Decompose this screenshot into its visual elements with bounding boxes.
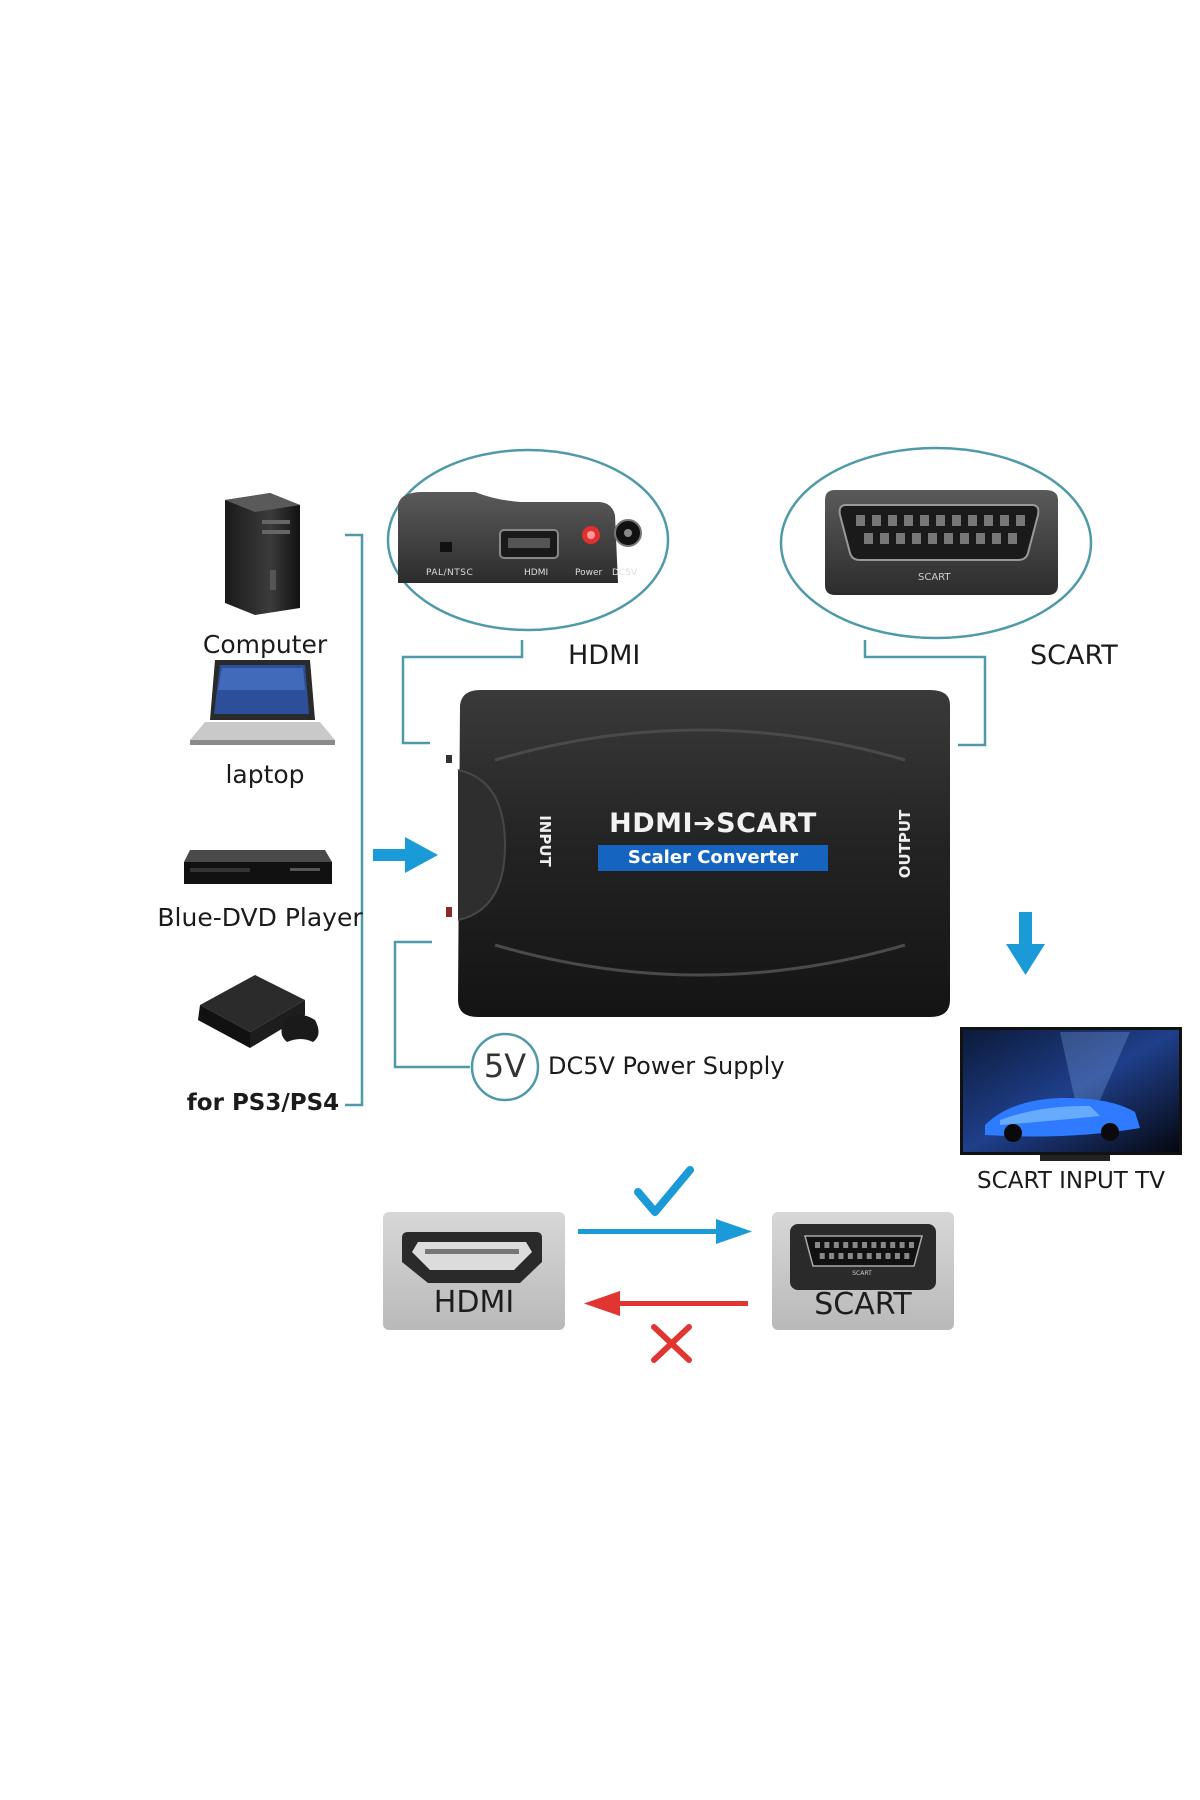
converter-title: HDMI➔SCART (609, 808, 817, 839)
scart-pin (936, 515, 945, 526)
laptop-icon (190, 660, 335, 745)
scart-pin (819, 1253, 825, 1259)
dc5v-port-label: DC5V (612, 568, 638, 578)
computer-label: Computer (202, 630, 328, 659)
scart-pin (880, 533, 889, 544)
down-arrow (1006, 912, 1045, 975)
output-label: OUTPUT (896, 809, 914, 879)
scart-pin (976, 533, 985, 544)
scart-pin (984, 515, 993, 526)
scart-pin (904, 1253, 910, 1259)
scart-port-tiny-label: SCART (918, 572, 951, 583)
device-bracket-line (345, 533, 364, 1107)
hdmi-tile-label: HDMI (433, 1285, 515, 1320)
scart-pin (829, 1253, 835, 1259)
tv-label: SCART INPUT TV (977, 1168, 1165, 1194)
hdmi-connector-line (401, 640, 524, 745)
scart-pin (852, 1242, 858, 1248)
bluray-label: Blue-DVD Player (157, 903, 363, 932)
scart-pin (876, 1253, 882, 1259)
console-label: for PS3/PS4 (186, 1090, 340, 1116)
scart-pin (866, 1253, 872, 1259)
hdmi-caption: HDMI (568, 640, 641, 671)
scart-pin (856, 515, 865, 526)
scart-pin (1008, 533, 1017, 544)
scart-pin (847, 1253, 853, 1259)
scart-pin (920, 515, 929, 526)
scart-pin (896, 533, 905, 544)
scart-pin (885, 1253, 891, 1259)
scart-pin (928, 533, 937, 544)
scart-pin (960, 533, 969, 544)
scart-pin (944, 533, 953, 544)
allowed-direction-arrow (578, 1219, 752, 1244)
scart-pin (909, 1242, 914, 1248)
cross-icon (651, 1324, 692, 1363)
hdmi-port-icon (402, 1232, 542, 1283)
scart-pin (857, 1253, 863, 1259)
scart-pin (888, 515, 897, 526)
laptop-label: laptop (225, 760, 305, 789)
scart-pin (815, 1242, 820, 1248)
power-led-label: Power (575, 568, 603, 578)
scart-pin (904, 515, 913, 526)
scart-port-image (825, 490, 1058, 595)
scart-pin (890, 1242, 896, 1248)
computer-icon (225, 493, 300, 615)
pal-ntsc-label: PAL/NTSC (426, 568, 474, 578)
console-icon (198, 975, 319, 1048)
scart-pin (912, 533, 921, 544)
scart-pin (833, 1242, 839, 1248)
scart-pin (1000, 515, 1009, 526)
scart-pin (992, 533, 1001, 544)
blocked-direction-arrow (584, 1291, 748, 1316)
converter-subtitle: Scaler Converter (627, 847, 799, 868)
power-badge-text: 5V (483, 1047, 527, 1085)
power-supply-label: DC5V Power Supply (548, 1052, 785, 1080)
power-connector-line (393, 940, 470, 1069)
scart-pin (880, 1242, 886, 1248)
scart-connector-line (863, 640, 987, 747)
scart-side-oval (779, 446, 1093, 640)
scart-pin (871, 1242, 877, 1248)
power-badge-circle (470, 1032, 540, 1102)
scart-pin (899, 1242, 905, 1248)
scart-pin (872, 515, 881, 526)
hdmi-port-tiny-label: HDMI (524, 568, 549, 578)
scart-tile-label: SCART (814, 1287, 912, 1322)
scart-tile-tiny-label: SCART (852, 1270, 872, 1277)
scart-pin (843, 1242, 849, 1248)
scart-pin (838, 1253, 844, 1259)
scart-pin (894, 1253, 900, 1259)
scart-pin (824, 1242, 830, 1248)
scart-pin (968, 515, 977, 526)
scart-pin (862, 1242, 867, 1248)
tv-image (960, 1027, 1182, 1161)
input-arrow (373, 837, 438, 873)
hdmi-side-oval (386, 448, 670, 632)
scart-pin (1016, 515, 1025, 526)
scart-pin (952, 515, 961, 526)
scart-pin (864, 533, 873, 544)
check-icon (634, 1166, 694, 1216)
converter-box (446, 690, 950, 1017)
input-label: INPUT (536, 815, 554, 867)
bluray-player-icon (184, 850, 332, 884)
scart-caption: SCART (1030, 640, 1118, 671)
hdmi-side-panel (398, 492, 642, 583)
scart-port-icon (790, 1224, 936, 1290)
